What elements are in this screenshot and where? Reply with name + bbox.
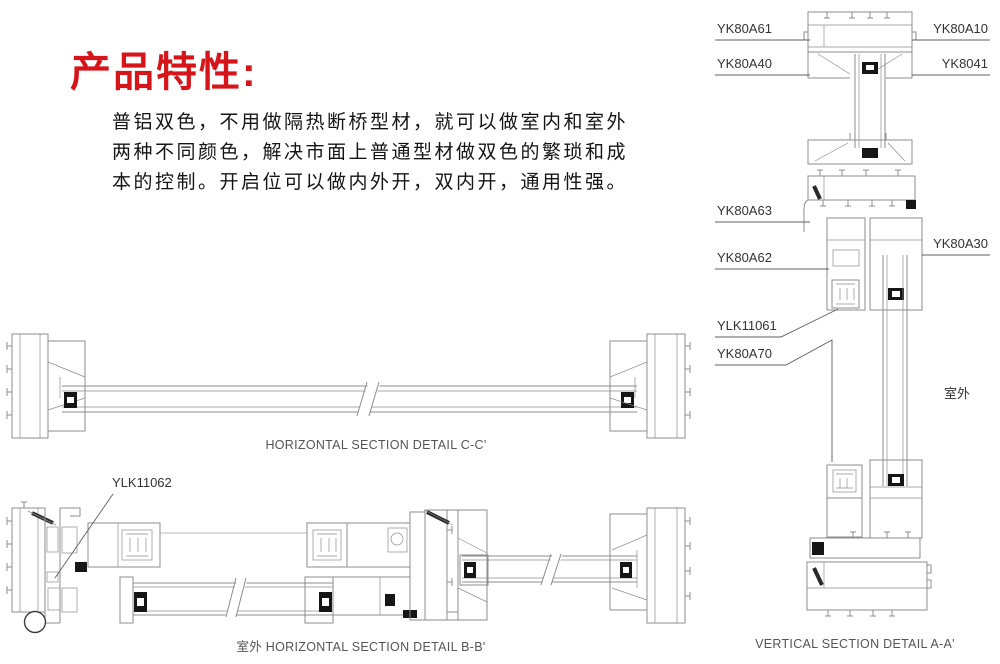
part-label-ylk11061: YLK11061 (717, 318, 777, 333)
part-label-yk8041: YK8041 (941, 56, 988, 71)
vertical-section-aa-drawing (803, 11, 932, 617)
break-mark (541, 554, 563, 585)
sash-profile-left (826, 217, 866, 311)
glass-panel-lower (882, 255, 908, 486)
leader-lines (54, 39, 990, 579)
bottom-frame-profile (806, 561, 932, 617)
frame-profile-left (6, 333, 86, 439)
description-line: 两种不同颜色，解决市面上普通型材做双色的繁琐和成 (112, 142, 629, 163)
interlock-mullion (409, 509, 488, 621)
glass-panel-inner (119, 576, 417, 624)
leader-ylk11061 (715, 308, 839, 338)
caption-section-cc: HORIZONTAL SECTION DETAIL C-C' (265, 438, 487, 452)
caption-section-bb: 室外 HORIZONTAL SECTION DETAIL B-B' (236, 640, 486, 654)
page-title: 产品特性: (70, 49, 258, 95)
outdoor-label: 室外 (944, 386, 971, 401)
leader-ylk11062 (54, 493, 114, 579)
frame-profile-right (609, 507, 691, 624)
glass-panel-upper (854, 54, 886, 158)
glazing-bead-band (807, 52, 913, 79)
frame-profile-left (6, 501, 81, 613)
sash-profile-right (869, 217, 923, 311)
horizontal-section-cc-drawing (6, 333, 691, 439)
description-line: 普铝双色，不用做隔热断桥型材，就可以做室内和室外 (112, 112, 629, 133)
part-label-yk80a10: YK80A10 (933, 21, 988, 36)
top-frame-profile (803, 11, 917, 53)
part-label-yk80a40: YK80A40 (717, 56, 772, 71)
part-label-yk80a61: YK80A61 (717, 21, 772, 36)
break-mark (225, 578, 248, 617)
sash-stile-left (44, 508, 87, 624)
flyscreen-track (87, 522, 410, 568)
detail-callout-circle (23, 610, 47, 634)
part-label-yk80a63: YK80A63 (717, 203, 772, 218)
leader-yk80a70 (715, 339, 833, 462)
glass-panel-cc (62, 381, 637, 417)
part-label-ylk11062: YLK11062 (112, 475, 172, 490)
product-description: 普铝双色，不用做隔热断桥型材，就可以做室内和室外 两种不同颜色，解决市面上普通型… (112, 108, 628, 198)
horizontal-section-bb-drawing (6, 501, 691, 634)
bottom-sash-assembly (809, 459, 923, 559)
part-label-yk80a70: YK80A70 (717, 346, 772, 361)
glass-panel-outer (459, 553, 637, 586)
part-label-yk80a30: YK80A30 (933, 236, 988, 251)
description-line: 本的控制。开启位可以做内外开，双内开，通用性强。 (112, 172, 629, 193)
frame-profile-right (609, 333, 691, 439)
gasket-flag (812, 567, 824, 586)
frame-head-profile (803, 175, 916, 232)
transom-profile (807, 133, 915, 177)
break-mark (356, 382, 381, 416)
caption-section-aa: VERTICAL SECTION DETAIL A-A' (755, 637, 955, 651)
gasket-flag (812, 185, 822, 200)
part-label-yk80a62: YK80A62 (717, 250, 772, 265)
